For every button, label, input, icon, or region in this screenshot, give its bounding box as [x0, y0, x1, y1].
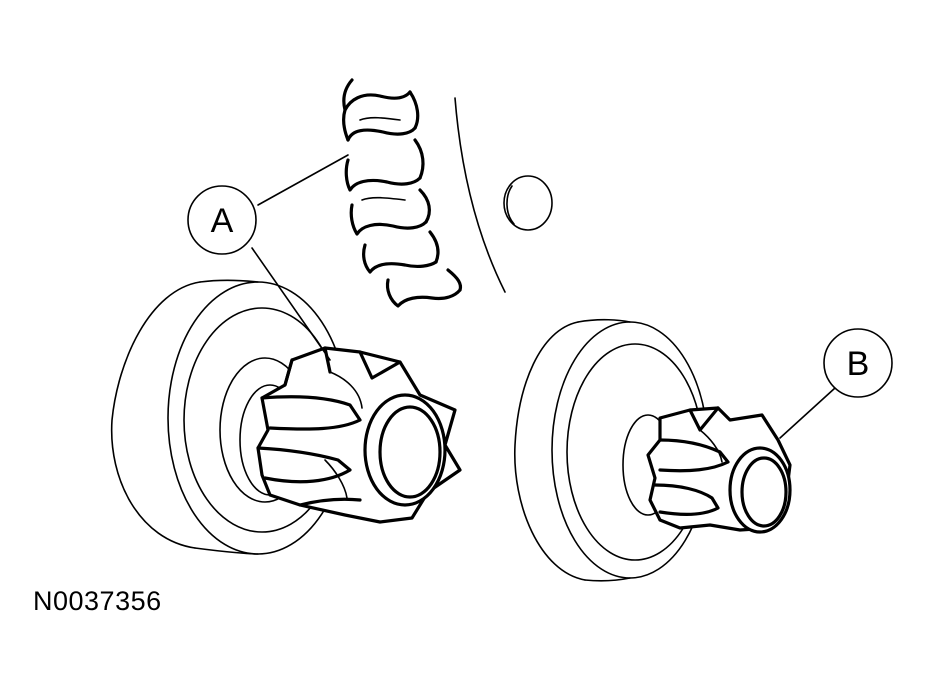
callout-b: B — [779, 328, 893, 439]
starter-drive-a — [110, 279, 462, 555]
callout-a-circle — [187, 185, 257, 255]
flywheel-hole — [503, 175, 553, 231]
callout-b-circle — [823, 328, 893, 398]
leader-line-a-to-ring-gear — [257, 154, 349, 206]
callout-a-letter: A — [211, 202, 234, 240]
starter-drive-b — [514, 318, 792, 582]
flywheel-ring-gear — [341, 78, 463, 308]
leader-line-b — [779, 387, 836, 439]
leader-line-a-to-pinion — [251, 247, 331, 361]
callout-a: A — [187, 154, 349, 361]
flywheel-edge — [454, 97, 506, 293]
callout-b-letter: B — [847, 345, 870, 383]
figure-id-label: N0037356 — [33, 586, 162, 616]
